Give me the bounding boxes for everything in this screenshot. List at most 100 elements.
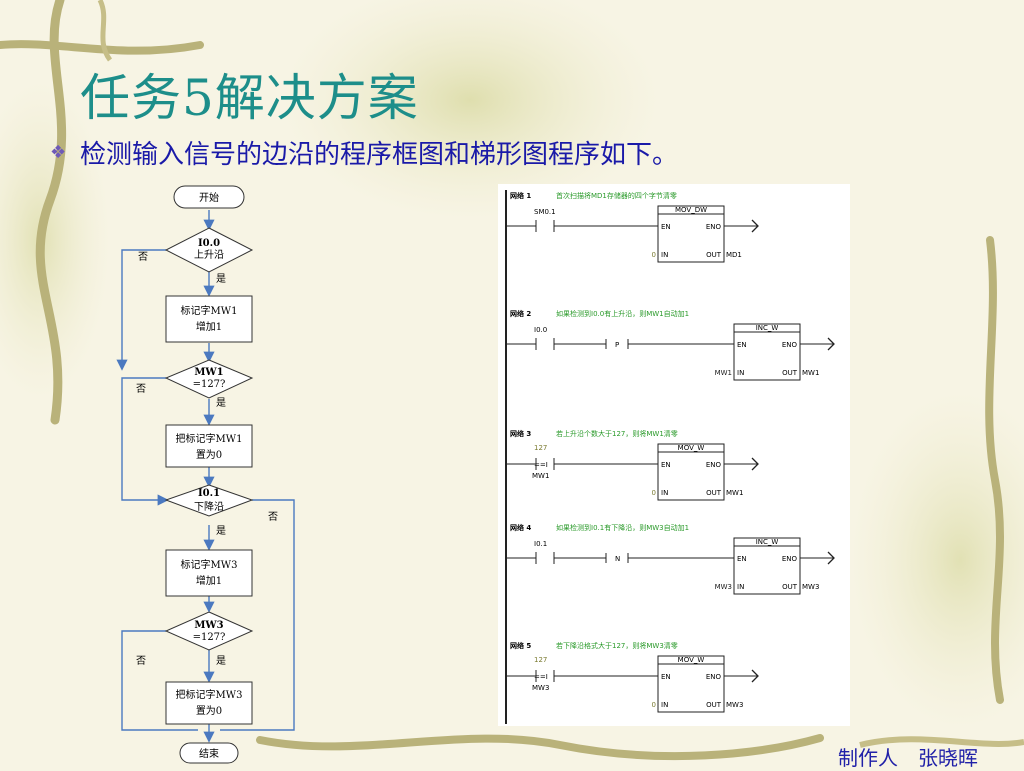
function-block [657, 655, 725, 713]
box3-line2: 增加1 [196, 574, 222, 587]
output-value: MW1 [726, 489, 743, 497]
pin-out: OUT [782, 369, 798, 377]
contact-address: I0.0 [534, 326, 547, 334]
pin-out: OUT [706, 701, 722, 709]
dec3-line1: I0.1 [198, 488, 220, 499]
pin-in: IN [661, 489, 668, 497]
output-value: MW1 [802, 369, 819, 377]
block-name: MOV_W [678, 656, 705, 664]
box2-line1: 把标记字MW1 [176, 432, 243, 445]
dec1-line2: 上升沿 [194, 249, 224, 261]
decision-falling-edge [164, 484, 254, 517]
pin-in: IN [661, 251, 668, 259]
output-arrow-icon [751, 219, 759, 233]
pin-en: EN [737, 341, 747, 349]
block-name: MOV_DW [675, 206, 707, 214]
network-comment: 首次扫描将MD1存储器的四个字节清零 [556, 191, 677, 200]
contact-address: I0.1 [534, 540, 547, 548]
pin-en: EN [737, 555, 747, 563]
process-mw1-reset [165, 424, 253, 468]
pin-out: OUT [706, 489, 722, 497]
pin-en: EN [661, 673, 671, 681]
compare-operand: MW3 [532, 684, 549, 692]
network-label: 网络 2 [510, 309, 531, 318]
box3-line1: 标记字MW3 [181, 558, 238, 571]
block-name: INC_W [756, 324, 779, 332]
output-value: MD1 [726, 251, 742, 259]
decision-mw1-127 [164, 359, 254, 399]
pin-eno: ENO [706, 673, 722, 681]
input-value: 0 [652, 701, 656, 709]
dec4-line2: =127? [193, 632, 226, 643]
slide-title: 任务5解决方案 [80, 69, 419, 127]
yes-label: 是 [216, 397, 226, 409]
function-block [733, 537, 801, 595]
compare-op: ==I [534, 673, 548, 681]
compare-operand: MW1 [532, 472, 549, 480]
pin-eno: ENO [782, 341, 798, 349]
pin-en: EN [661, 223, 671, 231]
yes-label: 是 [216, 525, 226, 537]
dec4-line1: MW3 [194, 620, 223, 631]
input-value: 0 [652, 251, 656, 259]
output-arrow-icon [827, 551, 835, 565]
function-block [657, 443, 725, 501]
output-arrow-icon [751, 457, 759, 471]
process-mw1-inc [165, 295, 253, 343]
output-arrow-icon [827, 337, 835, 351]
no-label: 否 [268, 511, 278, 523]
dec2-line2: =127? [193, 379, 226, 390]
function-block [657, 205, 725, 263]
output-value: MW3 [726, 701, 743, 709]
edge-detector: P [615, 341, 619, 349]
network-comment: 若下降沿格式大于127，则将MW3清零 [556, 641, 678, 650]
bullet-text: 检测输入信号的边沿的程序框图和梯形图程序如下。 [80, 140, 679, 170]
no-label: 否 [138, 251, 148, 263]
yes-label: 是 [216, 273, 226, 285]
compare-op: ==I [534, 461, 548, 469]
pin-out: OUT [782, 583, 798, 591]
input-value: 0 [652, 489, 656, 497]
author-credit: 制作人 张晓晖 [838, 746, 978, 770]
input-value: MW1 [715, 369, 732, 377]
pin-out: OUT [706, 251, 722, 259]
input-value: MW3 [715, 583, 732, 591]
network-label: 网络 3 [510, 429, 531, 438]
flowchart: 开始 I0.0 上升沿 否 是 标记字MW1 增加1 MW1 =127? 否 是… [116, 185, 295, 764]
box1-line1: 标记字MW1 [181, 304, 238, 317]
box4-line2: 置为0 [196, 705, 222, 717]
pin-in: IN [661, 701, 668, 709]
output-value: MW3 [802, 583, 819, 591]
flow-end-label: 结束 [199, 747, 219, 760]
pin-en: EN [661, 461, 671, 469]
process-mw3-reset [165, 681, 253, 725]
output-arrow-icon [751, 669, 759, 683]
network-comment: 如果检测到I0.0有上升沿，则MW1自动加1 [556, 309, 689, 318]
no-label: 否 [136, 655, 146, 667]
dec2-line1: MW1 [194, 367, 223, 378]
pin-eno: ENO [782, 555, 798, 563]
flow-start-label: 开始 [199, 191, 219, 204]
box1-line2: 增加1 [196, 320, 222, 333]
compare-value: 127 [534, 656, 547, 664]
network-comment: 若上升沿个数大于127，则将MW1清零 [556, 429, 678, 438]
pin-eno: ENO [706, 223, 722, 231]
flow-end [179, 742, 239, 764]
box4-line1: 把标记字MW3 [176, 688, 243, 701]
pin-in: IN [737, 369, 744, 377]
decision-mw3-127 [164, 611, 254, 651]
block-name: INC_W [756, 538, 779, 546]
process-mw3-inc [165, 549, 253, 597]
pin-eno: ENO [706, 461, 722, 469]
diamond-bullet-icon: ❖ [50, 142, 67, 163]
pin-in: IN [737, 583, 744, 591]
network-label: 网络 5 [510, 641, 531, 650]
contact-address: SM0.1 [534, 208, 556, 216]
network-comment: 如果检测到I0.1有下降沿，则MW3自动加1 [556, 523, 689, 532]
network-label: 网络 4 [510, 523, 531, 532]
compare-value: 127 [534, 444, 547, 452]
dec3-line2: 下降沿 [194, 500, 224, 513]
